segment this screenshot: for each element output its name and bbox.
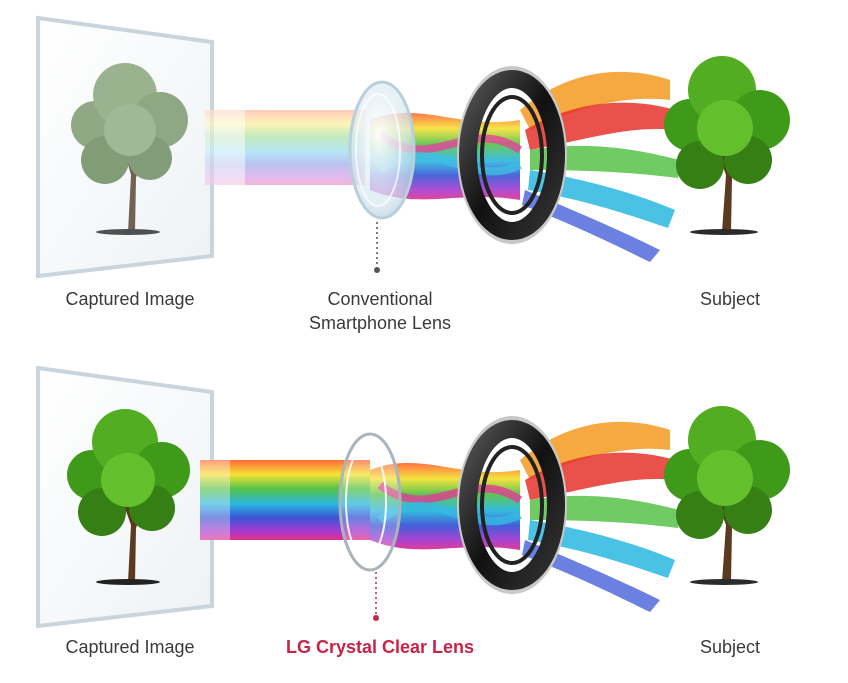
conventional-lens	[348, 80, 416, 220]
subject-tree	[664, 406, 790, 585]
conventional-lens-panel: Captured Image Conventional Smartphone L…	[0, 0, 848, 340]
subject-tree	[664, 56, 790, 235]
lg-crystal-clear-lens-label: LG Crystal Clear Lens	[285, 637, 475, 657]
conventional-lens-label-line2: Smartphone Lens	[308, 313, 452, 333]
crystal-clear-lens	[338, 432, 402, 572]
conventional-lens-illustration	[36, 15, 790, 279]
lg-crystal-clear-lens-panel: Captured Image LG Crystal Clear Lens Sub…	[0, 350, 848, 683]
lens-barrel-ring	[457, 416, 567, 594]
subject-label: Subject	[699, 289, 761, 309]
lg-crystal-clear-lens-illustration	[36, 365, 790, 629]
captured-image-label: Captured Image	[65, 637, 195, 657]
subject-label: Subject	[699, 637, 761, 657]
lens-pointer	[373, 572, 379, 621]
lens-pointer	[374, 222, 380, 273]
lens-barrel-ring	[457, 66, 567, 244]
captured-tree-vivid	[67, 409, 190, 585]
captured-tree-faded	[71, 63, 188, 235]
captured-image-label: Captured Image	[65, 289, 195, 309]
conventional-lens-label-line1: Conventional	[327, 289, 433, 309]
